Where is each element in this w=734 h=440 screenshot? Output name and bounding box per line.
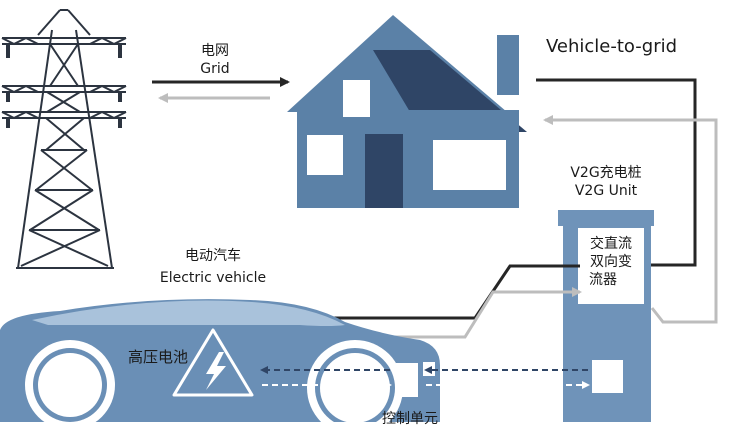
grid-label-cn: 电网 [201, 43, 229, 59]
house-window-top [343, 80, 370, 117]
converter-box [578, 228, 644, 304]
diagram-title: Vehicle-to-grid [546, 36, 677, 57]
converter-label-line2: 双向变 [590, 254, 632, 270]
grid-label-en: Grid [200, 61, 229, 77]
ev-label-cn: 电动汽车 [185, 247, 241, 264]
v2g-unit-label-cn: V2G充电桩 [570, 164, 641, 181]
converter-label-line3: 流器 [589, 272, 617, 288]
charger-port [592, 360, 623, 393]
control-unit-label-cn: 控制单元 [382, 411, 438, 427]
electric-car-icon [0, 299, 440, 436]
charging-station-icon [558, 210, 654, 422]
house-window-right [433, 140, 506, 190]
ev-label-en: Electric vehicle [160, 270, 266, 286]
house-to-charger-line-dark [536, 78, 697, 267]
charger-to-house-arrow-light [543, 115, 718, 324]
ground-strip [0, 422, 734, 440]
house-door [365, 134, 403, 208]
high-voltage-warning-icon [172, 328, 254, 397]
v2g-unit-label-en: V2G Unit [575, 183, 638, 199]
battery-label-cn: 高压电池 [128, 348, 188, 366]
house-window-left [307, 135, 343, 175]
control-unit-box [396, 363, 418, 397]
house-icon [287, 15, 527, 208]
insulator-icon [6, 44, 122, 128]
converter-label-line1: 交直流 [590, 235, 632, 252]
power-tower-icon [1, 9, 127, 269]
